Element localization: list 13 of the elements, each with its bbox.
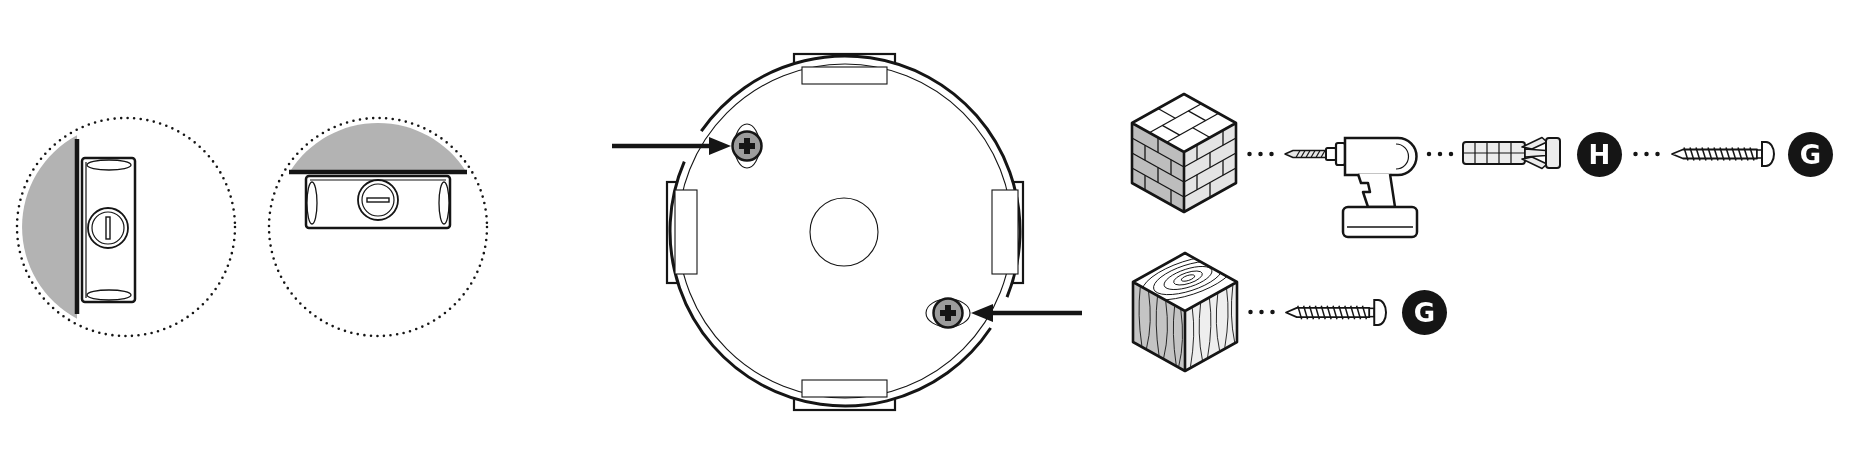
- power-drill-icon: [1284, 136, 1418, 238]
- screw-head-icon: [731, 123, 763, 169]
- screw-icon: [1671, 141, 1775, 167]
- arrow: [971, 304, 1082, 322]
- arrow: [612, 137, 731, 155]
- part-letter-marker: G: [1402, 290, 1447, 335]
- wall-plug-icon: [1462, 136, 1562, 170]
- part-letter-marker: G: [1788, 132, 1833, 177]
- screw-icon: [1285, 299, 1387, 326]
- screw-head-icon: [925, 297, 971, 329]
- part-letter-marker: H: [1577, 132, 1622, 177]
- brick-block-icon: [1131, 93, 1237, 213]
- wood-block-icon: [1132, 252, 1238, 372]
